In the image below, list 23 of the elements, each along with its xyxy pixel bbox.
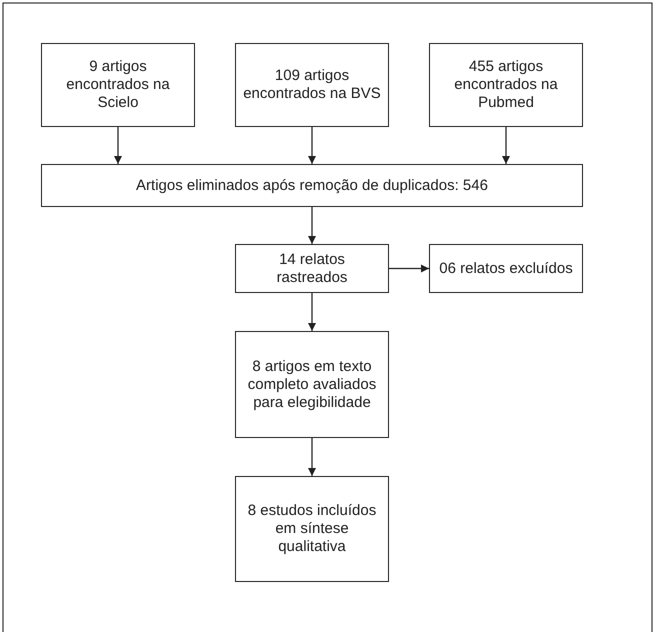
process-box bbox=[235, 43, 389, 127]
box-text: Artigos eliminados após remoção de duplicados: 546 bbox=[136, 176, 488, 194]
process-box bbox=[235, 331, 389, 438]
arrow bbox=[308, 127, 316, 164]
box-text: 109 artigos encontrados na BVS bbox=[242, 67, 382, 103]
arrow bbox=[308, 293, 316, 331]
process-box bbox=[41, 164, 583, 207]
process-box bbox=[429, 244, 583, 293]
box-text: 8 artigos em texto completo avaliados para elegibilidade bbox=[246, 358, 378, 412]
process-box bbox=[429, 43, 583, 127]
arrow bbox=[114, 127, 122, 164]
box-text: 06 relatos excluídos bbox=[439, 260, 573, 278]
box-text: 14 relatos rastreados bbox=[276, 250, 348, 286]
process-box bbox=[235, 244, 389, 293]
box-text: 9 artigos encontrados na Scielo bbox=[65, 58, 171, 112]
process-box bbox=[235, 476, 389, 582]
box-text: 8 estudos incluídos em síntese qualitativa bbox=[246, 502, 378, 556]
arrow bbox=[502, 127, 510, 164]
arrow bbox=[389, 264, 429, 272]
arrow bbox=[308, 438, 316, 476]
process-box bbox=[41, 43, 195, 127]
box-text: 455 artigos encontrados na Pubmed bbox=[453, 58, 559, 112]
arrow bbox=[308, 207, 316, 244]
